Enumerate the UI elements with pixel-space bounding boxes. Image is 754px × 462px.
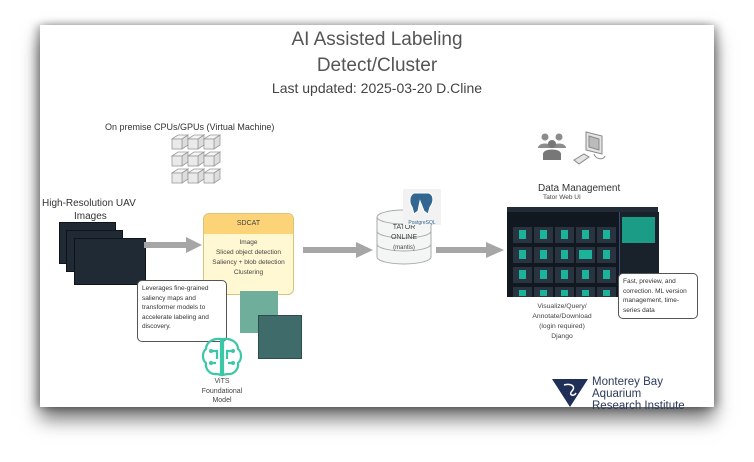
input-label-line2: Images <box>74 211 107 222</box>
data-management-title: Data Management <box>538 183 621 194</box>
uav-image-3 <box>74 238 146 285</box>
model-name: ViTS <box>214 378 230 385</box>
database-status: ONLINE <box>390 234 418 241</box>
arrow-to-database <box>303 242 373 258</box>
postgresql-logo: PostgreSQL <box>403 189 441 226</box>
mbari-logo-text: Monterey Bay Aquarium Research Institute <box>592 376 714 412</box>
sdcat-step: Saliency + blob detection <box>212 259 285 266</box>
diagram-slide: AI Assisted Labeling Detect/Cluster Last… <box>40 25 714 412</box>
cluster-grid-image <box>258 315 302 359</box>
caption-line: Annotate/Download <box>532 313 592 320</box>
database-name: TATOR <box>392 224 416 231</box>
database-host: (mantis) <box>393 245 415 251</box>
tator-caption: Visualize/Query/ Annotate/Download (logi… <box>512 302 612 342</box>
model-type: Foundational <box>201 387 243 395</box>
last-updated: Last updated: 2025-03-20 D.Cline <box>271 80 483 96</box>
caption-line: Visualize/Query/ <box>537 303 587 310</box>
database-label: TATOR ONLINE (mantis) <box>374 223 434 253</box>
logo-line2: Research Institute <box>592 400 685 412</box>
callout-left: Leverages fine-grained saliency maps and… <box>137 280 227 342</box>
compute-label: On premise CPUs/GPUs (Virtual Machine) <box>105 122 275 132</box>
computer-icon <box>573 131 606 165</box>
arrow-to-sdcat <box>144 237 202 253</box>
title: AI Assisted Labeling <box>291 29 463 50</box>
arrow-to-tator <box>436 242 504 258</box>
server-cubes-icon <box>170 134 221 184</box>
elephant-icon <box>409 192 434 215</box>
sdcat-step: Sliced object detection <box>215 249 282 256</box>
input-label-line1: High-Resolution UAV <box>42 198 136 209</box>
data-management-subtitle: Tator Web UI <box>543 194 581 201</box>
sdcat-step: Clustering <box>233 269 264 276</box>
model-type-2: Model <box>212 397 232 404</box>
caption-line: Django <box>551 333 573 340</box>
mbari-logo-icon <box>552 379 588 407</box>
sdcat-step: Image <box>239 239 258 246</box>
model-label: ViTS Foundational Model <box>200 377 244 406</box>
logo-line1: Monterey Bay Aquarium <box>592 376 663 400</box>
postgresql-label: PostgreSQL <box>408 220 436 226</box>
caption-line: (login required) <box>539 323 585 330</box>
brain-circuit-icon <box>201 337 243 377</box>
subtitle: Detect/Cluster <box>316 55 438 76</box>
users-icon <box>538 133 566 160</box>
callout-right: Fast, preview, and correction. ML versio… <box>618 273 698 319</box>
sdcat-title: SDCAT <box>204 214 293 234</box>
